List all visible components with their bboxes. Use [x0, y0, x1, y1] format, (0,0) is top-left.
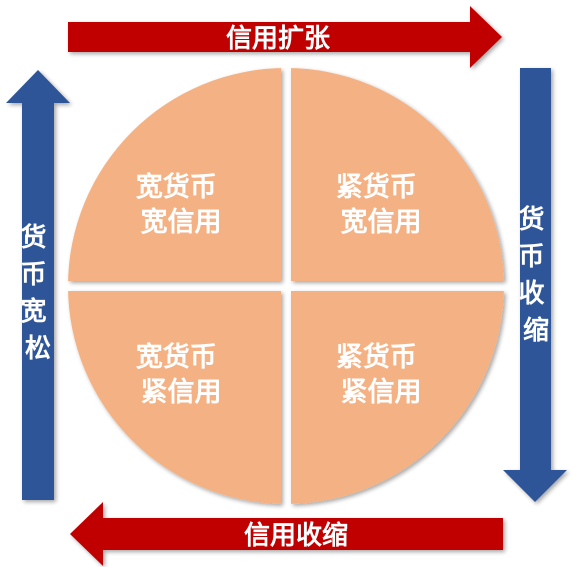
quadrant-bottom-right-label: 紧货币 紧信用 [336, 341, 426, 408]
quadrant-top-right-line-1: 紧货币 [336, 171, 417, 203]
quadrant-bottom-left-line-2: 紧信用 [141, 377, 222, 408]
monetary-tightening-arrow: 货 币 收 缩 [503, 68, 567, 502]
quadrant-bottom-left-label: 宽货币 紧信用 [136, 341, 226, 408]
credit-contraction-label: 信用收缩 [244, 520, 348, 551]
monetary-tightening-char-2: 币 [518, 242, 544, 272]
quadrant-top-right-line-2: 宽信用 [341, 206, 422, 238]
quadrant-top-right [291, 68, 504, 281]
quadrant-top-left-label: 宽货币 宽信用 [136, 171, 226, 238]
monetary-tightening-label: 货 币 收 缩 [518, 204, 553, 346]
quadrant-bottom-right-line-2: 紧信用 [341, 377, 422, 408]
monetary-easing-char-1: 货 [20, 222, 46, 253]
monetary-easing-arrow-shape [6, 70, 70, 500]
monetary-easing-char-2: 币 [20, 260, 46, 290]
quadrant-top-left-line-2: 宽信用 [141, 206, 222, 238]
quadrant-top-left-line-1: 宽货币 [136, 171, 217, 203]
monetary-tightening-char-1: 货 [518, 204, 544, 235]
credit-contraction-arrow: 信用收缩 [70, 502, 503, 566]
monetary-tightening-char-3: 收 [518, 279, 544, 309]
monetary-tightening-arrow-shape [503, 68, 567, 502]
monetary-easing-arrow: 货 币 宽 松 [6, 70, 70, 500]
credit-expansion-label: 信用扩张 [226, 24, 331, 54]
credit-expansion-arrow: 信用扩张 [68, 6, 502, 68]
monetary-easing-char-4: 松 [25, 334, 51, 364]
quadrant-circle [68, 68, 504, 504]
credit-contraction-arrow-shape [70, 502, 503, 566]
quadrant-bottom-right-line-1: 紧货币 [336, 341, 417, 373]
quadrant-top-left [68, 68, 281, 281]
monetary-easing-char-3: 宽 [20, 296, 46, 327]
credit-expansion-arrow-shape [68, 6, 502, 68]
monetary-tightening-char-4: 缩 [523, 315, 549, 346]
monetary-easing-label: 货 币 宽 松 [20, 222, 55, 364]
quadrant-bottom-left-line-1: 宽货币 [136, 341, 217, 373]
quadrant-top-right-label: 紧货币 宽信用 [336, 171, 426, 238]
